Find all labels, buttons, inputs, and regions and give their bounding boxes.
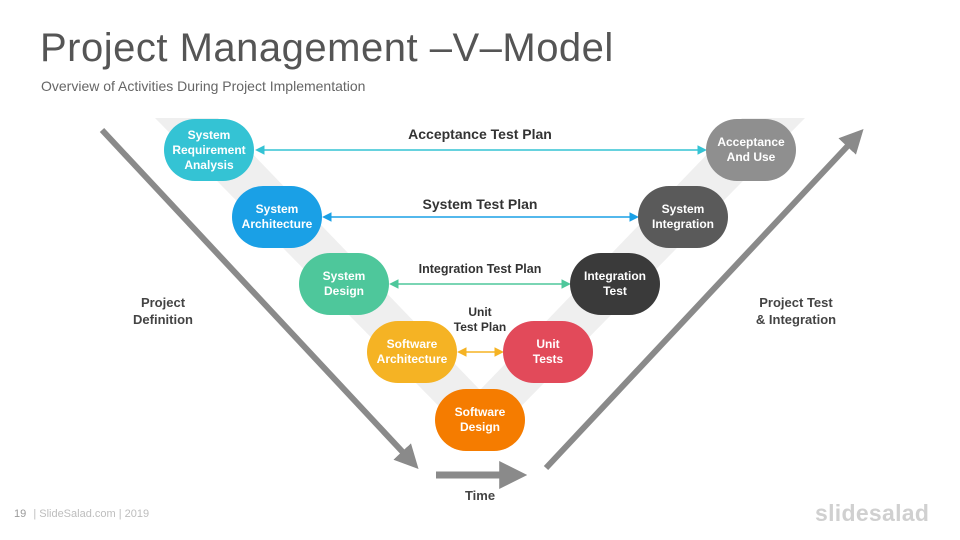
- brand-logo: slidesalad: [815, 500, 930, 526]
- footer-credit: | SlideSalad.com | 2019: [33, 508, 150, 520]
- acceptance-and-use-node: Acceptance And Use: [706, 119, 796, 181]
- unit-test-plan-label: Unit Test Plan: [453, 305, 507, 334]
- unit-tests-node: Unit Tests: [503, 321, 593, 383]
- project-definition-arrow: [99, 127, 419, 470]
- time-label: Time: [464, 488, 496, 503]
- integration-test-plan-label: Integration Test Plan: [418, 262, 542, 276]
- integration-test-node: Integration Test: [570, 253, 660, 315]
- project-definition-label: Project Definition: [133, 295, 193, 327]
- project-test-integration-arrow: [543, 128, 864, 471]
- software-design-node: Software Design: [435, 389, 525, 451]
- system-requirement-analysis-node: System Requirement Analysis: [164, 119, 254, 181]
- project-test-integration-label: Project Test & Integration: [755, 295, 837, 327]
- slide-footer: 19 | SlideSalad.com | 2019: [14, 508, 153, 520]
- system-integration-node: System Integration: [638, 186, 728, 248]
- page-number: 19: [14, 508, 27, 520]
- system-design-node: System Design: [299, 253, 389, 315]
- system-test-plan-label: System Test Plan: [422, 196, 538, 212]
- software-architecture-node: Software Architecture: [367, 321, 457, 383]
- page-subtitle: Overview of Activities During Project Im…: [41, 78, 366, 94]
- system-architecture-node: System Architecture: [232, 186, 322, 248]
- page-title: Project Management –V–Model: [40, 26, 614, 70]
- acceptance-test-plan-label: Acceptance Test Plan: [408, 126, 552, 142]
